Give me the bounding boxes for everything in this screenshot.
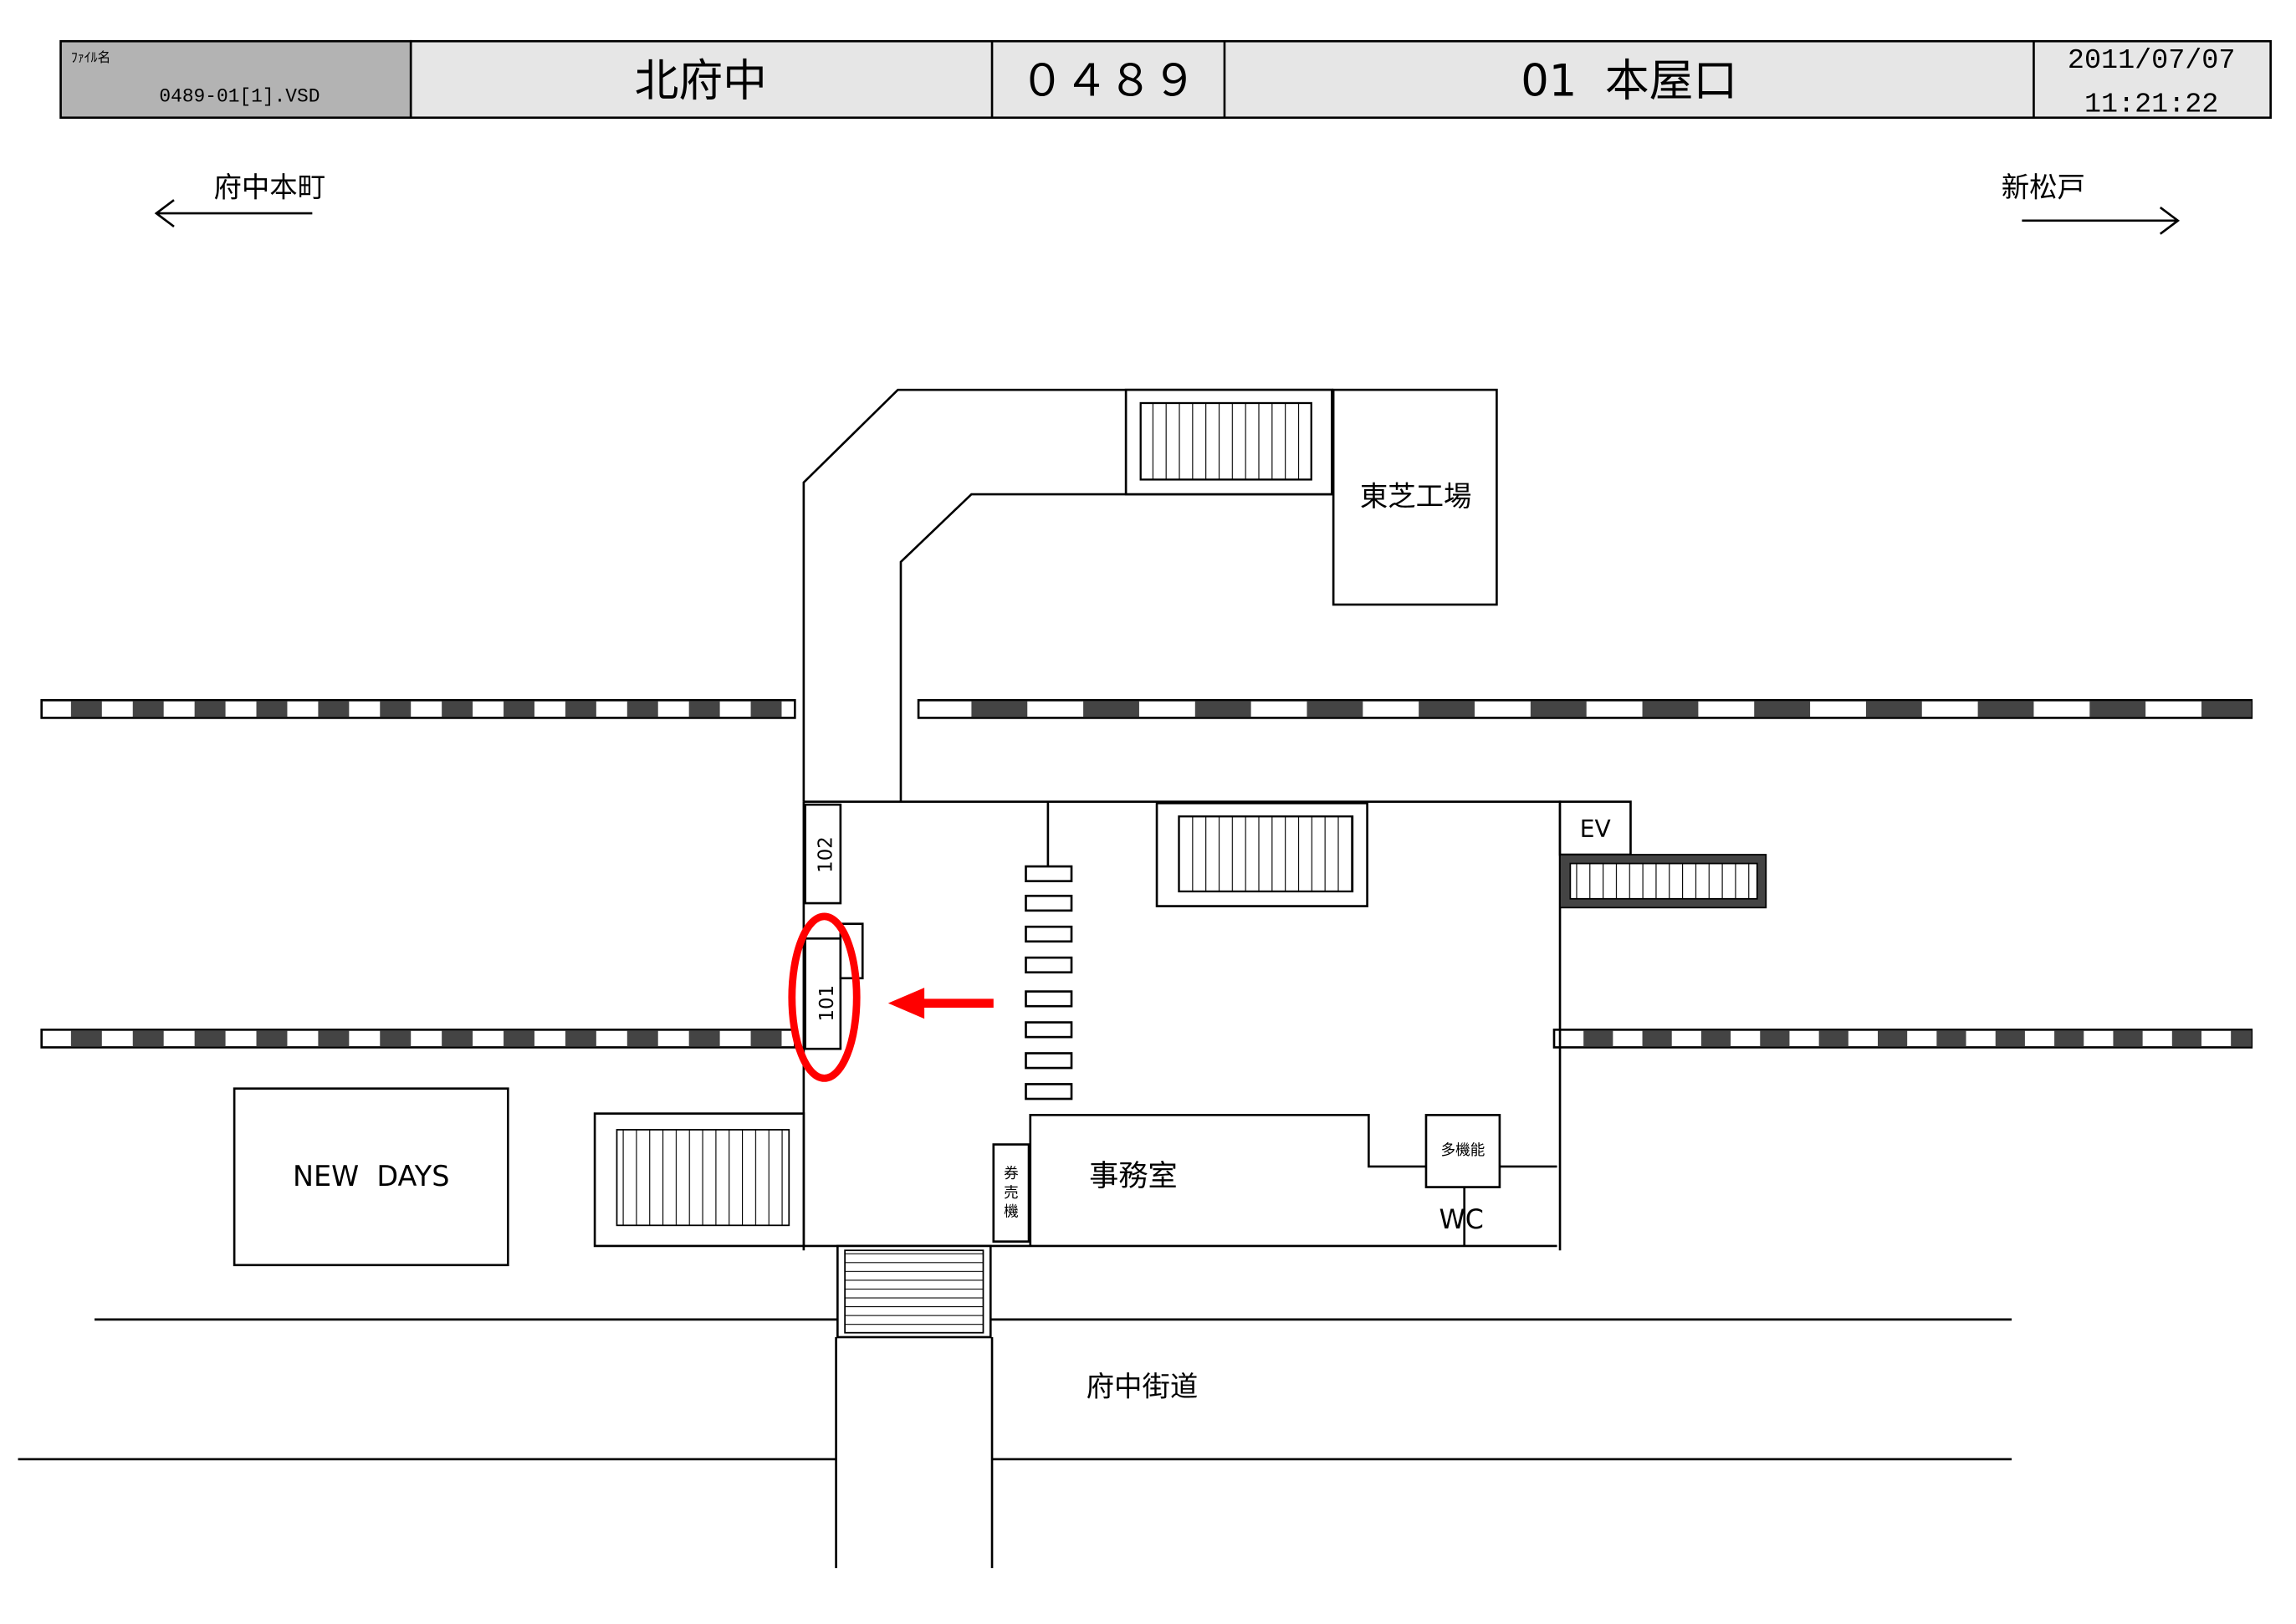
gate-101[interactable] <box>804 937 842 1050</box>
file-label: ﾌｧｲﾙ名 <box>71 49 111 65</box>
arrow-left-icon <box>154 199 313 227</box>
station-code: ０４８９ <box>1020 55 1196 106</box>
newdays-label: NEW DAYS <box>293 1160 449 1192</box>
corridor-inner <box>899 493 1334 802</box>
direction-left: 府中本町 <box>154 171 325 227</box>
multipurpose-toilet <box>1424 1114 1501 1188</box>
toshiba-factory <box>1332 388 1498 606</box>
ev-label: EV <box>1580 815 1611 843</box>
direction-right-label: 新松戸 <box>2002 171 2085 204</box>
office-label: 事務室 <box>1089 1159 1178 1193</box>
office-walls <box>1029 1114 1557 1246</box>
ticket-machine-char: 売 <box>1004 1185 1019 1202</box>
gate-102-label: 102 <box>815 836 836 873</box>
platform-edges <box>40 698 2253 1049</box>
wc-label: WC <box>1439 1205 1483 1235</box>
time: 11:21:22 <box>2084 89 2218 121</box>
station-name: 北府中 <box>635 55 767 106</box>
direction-right: 新松戸 <box>2002 171 2181 235</box>
entrance-stairs <box>844 1249 984 1334</box>
ticket-machine-char: 券 <box>1004 1166 1019 1182</box>
stairs-lower-left <box>616 1129 790 1227</box>
road-label: 府中街道 <box>1087 1370 1199 1402</box>
gate-102 <box>804 803 842 905</box>
multipurpose-label: 多機能 <box>1441 1142 1485 1159</box>
file-cell <box>59 39 412 120</box>
stairs-toshiba <box>1139 401 1312 481</box>
stairs-concourse <box>1178 815 1354 893</box>
highlight-ellipse <box>788 912 861 1082</box>
exit-name: 01 本屋口 <box>1521 55 1737 106</box>
header-bar: ﾌｧｲﾙ名 0489-01[1].VSD 北府中 ０４８９ 01 本屋口 201… <box>59 39 2272 121</box>
arrow-right-icon <box>2022 206 2181 235</box>
ticket-machine <box>992 1143 1030 1243</box>
corridor-outer <box>802 388 1334 802</box>
ticket-machine-char: 機 <box>1004 1204 1019 1221</box>
stairs-ev <box>1569 862 1758 900</box>
file-name: 0489-01[1].VSD <box>159 85 320 107</box>
red-arrow-icon <box>887 988 994 1019</box>
date: 2011/07/07 <box>2068 45 2235 77</box>
roads <box>18 1318 2012 1569</box>
elevator <box>1558 800 1632 856</box>
header-cells <box>409 39 2272 120</box>
gate-101-label: 101 <box>816 985 838 1022</box>
ticket-gates <box>1025 865 1073 1101</box>
direction-left-label: 府中本町 <box>213 171 325 204</box>
toshiba-label: 東芝工場 <box>1360 480 1472 513</box>
newdays-shop <box>233 1087 509 1267</box>
